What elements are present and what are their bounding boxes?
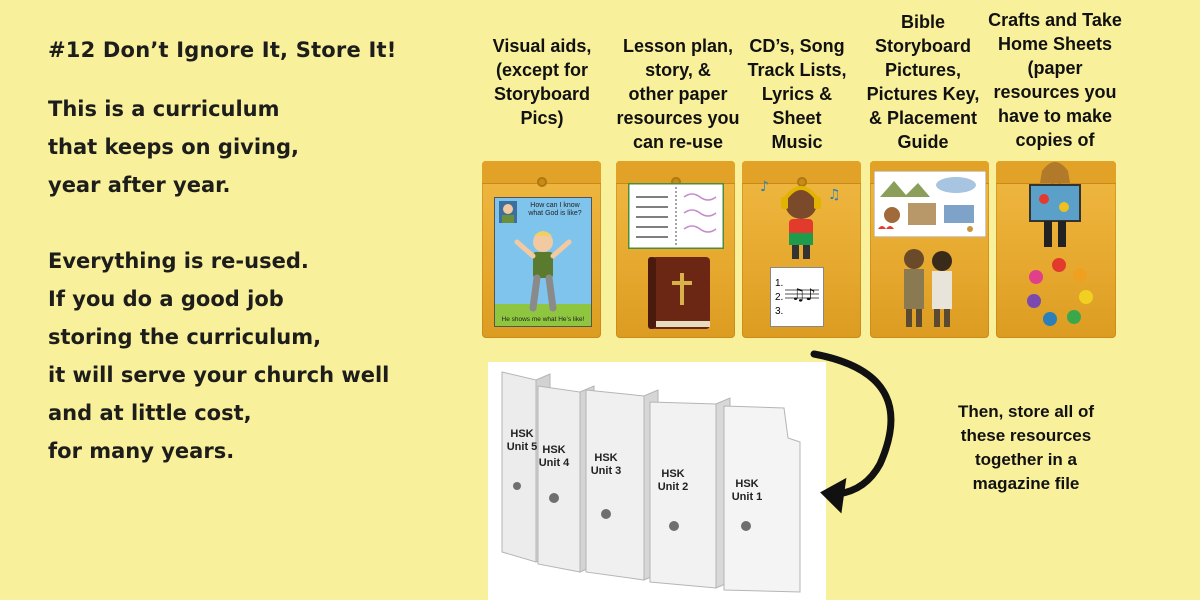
intro-paragraph-2: Everything is re-used. If you do a good … xyxy=(48,249,390,463)
lesson-notebook-icon xyxy=(628,183,724,249)
magazine-files-illustration xyxy=(501,371,801,593)
envelope-clasp xyxy=(796,177,807,187)
file-label-unit-1: HSK Unit 1 xyxy=(731,478,763,503)
svg-text:♫♪: ♫♪ xyxy=(791,285,816,304)
sheet-line-1: 1. xyxy=(775,278,784,289)
envelope-cds-music: ♪ ♫ ♫♪ 1. 2. 3. xyxy=(742,161,861,338)
file-label-unit-5: HSK Unit 5 xyxy=(506,428,538,453)
envelope-storyboard xyxy=(870,161,989,338)
envelope-clasp xyxy=(536,177,547,187)
poster-answer: He shows me what He’s like! xyxy=(495,314,591,326)
listening-boy-icon: ♪ ♫ xyxy=(760,179,841,259)
column-label-cds: CD’s, Song Track Lists, Lyrics & Sheet M… xyxy=(747,36,847,152)
bible-characters-icon xyxy=(904,249,952,327)
curved-arrow-icon xyxy=(810,350,895,514)
svg-text:♫: ♫ xyxy=(828,187,841,203)
column-label-crafts: Crafts and Take Home Sheets (paper resou… xyxy=(988,10,1122,150)
envelope-crafts xyxy=(996,161,1116,338)
bible-icon xyxy=(648,257,710,329)
boy-figure-icon xyxy=(495,231,591,324)
envelope-clasp xyxy=(670,177,681,187)
column-label-lesson-plan: Lesson plan, story, & other paper resour… xyxy=(616,36,740,152)
sheet-line-2: 2. xyxy=(775,292,784,303)
svg-text:♪: ♪ xyxy=(760,179,769,195)
child-with-craft-icon xyxy=(1029,162,1081,247)
file-label-unit-4: HSK Unit 4 xyxy=(538,444,570,469)
music-notes-icon: ♫♪ xyxy=(785,285,819,304)
envelope-visual-aids: How can I know what God is like? He show… xyxy=(482,161,601,338)
page-heading: #12 Don’t Ignore It, Store It! xyxy=(48,38,397,62)
intro-text-block: #12 Don’t Ignore It, Store It! This is a… xyxy=(48,38,448,470)
intro-paragraph-1: This is a curriculum that keeps on givin… xyxy=(48,97,300,197)
store-instructions-note: Then, store all of these resources toget… xyxy=(957,402,1095,493)
poster-question: How can I know what God is like? xyxy=(528,202,582,217)
storyboard-pictures-icon xyxy=(874,171,986,237)
column-label-storyboard: Bible Storyboard Pictures, Pictures Key,… xyxy=(866,12,980,152)
sheet-music-page: ♫♪ 1. 2. 3. xyxy=(770,267,824,327)
column-label-visual-aids: Visual aids, (except for Storyboard Pics… xyxy=(492,36,592,128)
file-label-unit-2: HSK Unit 2 xyxy=(657,468,689,493)
envelope-lesson-plan xyxy=(616,161,735,338)
visual-aid-poster: How can I know what God is like? He show… xyxy=(494,197,592,327)
handprint-wreath-icon xyxy=(1027,258,1093,326)
file-label-unit-3: HSK Unit 3 xyxy=(590,452,622,477)
sheet-line-3: 3. xyxy=(775,306,784,317)
avatar-icon xyxy=(499,201,517,223)
